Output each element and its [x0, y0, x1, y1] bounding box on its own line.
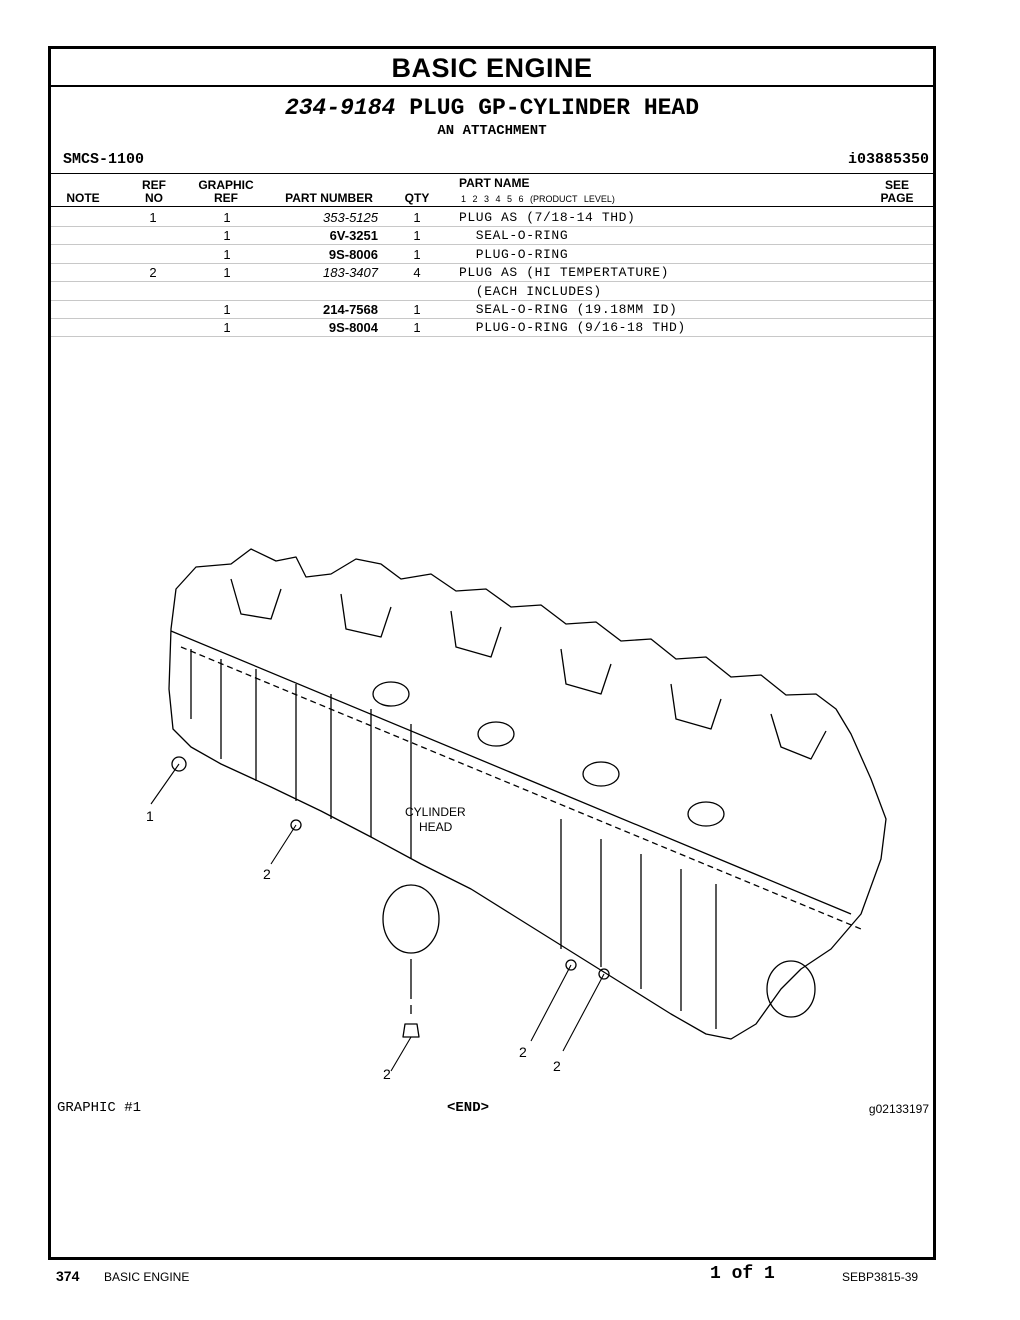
section-title-bar: BASIC ENGINE: [51, 49, 933, 87]
end-port: [382, 884, 440, 954]
head-outline: [168, 548, 887, 1040]
callout-2c: 2: [553, 1058, 561, 1074]
col-graphic-top: GRAPHIC: [198, 178, 254, 192]
row-graphic-ref: 1: [223, 246, 231, 262]
valve-seat-1: [372, 681, 410, 707]
illus-label-line1: CYLINDER: [405, 805, 466, 819]
row-part-name: PLUG AS (7/18-14 THD): [459, 210, 636, 225]
valve-seat-4: [687, 801, 725, 827]
col-qty: QTY: [404, 191, 430, 205]
row-qty: 1: [413, 302, 421, 317]
group-part-number: 234-9184: [284, 95, 396, 121]
head-top-ports: [230, 578, 827, 760]
valve-seat-3: [582, 761, 620, 787]
footer-page-of: 1 of 1: [710, 1264, 775, 1284]
row-part-number: 214-7568: [323, 302, 378, 317]
plug-2d: [402, 1023, 420, 1038]
head-ribs-left: [190, 649, 412, 859]
plug-2a: [290, 819, 302, 831]
product-levels: 1 2 3 4 5 6 (PRODUCT LEVEL): [461, 194, 615, 204]
row-graphic-ref: 1: [223, 302, 231, 317]
table-row: 1 9S-8006 1 PLUG-O-RING: [51, 245, 933, 264]
row-qty: 4: [413, 265, 421, 281]
row-qty: 1: [413, 228, 421, 244]
table-row: (EACH INCLUDES): [51, 282, 933, 301]
row-ref-no: 2: [149, 265, 157, 281]
row-part-number: 9S-8006: [328, 246, 378, 262]
row-part-name: SEAL-O-RING: [459, 228, 569, 244]
row-graphic-ref: 1: [223, 320, 231, 336]
callout-2d: 2: [383, 1066, 391, 1082]
plug-1: [171, 756, 187, 772]
attachment-label: AN ATTACHMENT: [437, 123, 547, 139]
table-row: 1 6V-3251 1 SEAL-O-RING: [51, 226, 933, 246]
plug-2b: [565, 959, 577, 971]
side-port: [766, 960, 816, 1018]
callout-leaders: [150, 763, 605, 1072]
row-qty: 1: [413, 210, 421, 225]
plug-2c: [598, 968, 610, 980]
group-name: PLUG GP-CYLINDER HEAD: [409, 95, 700, 121]
row-part-name: SEAL-O-RING (19.18MM ID): [459, 302, 678, 317]
section-title: BASIC ENGINE: [391, 53, 593, 83]
head-hidden-line: [180, 646, 862, 930]
col-see-bottom: PAGE: [880, 191, 914, 205]
footer-section: BASIC ENGINE: [104, 1270, 190, 1284]
header-rule-bottom: [51, 206, 933, 207]
row-qty: 1: [413, 246, 421, 262]
row-graphic-ref: 1: [223, 228, 231, 244]
callout-2a: 2: [263, 866, 271, 882]
illus-label-line2: HEAD: [419, 820, 453, 834]
col-see-top: SEE: [884, 178, 909, 192]
row-part-number: 353-5125: [323, 210, 378, 225]
cylinder-head-illustration: 1 2 2 2 2 CYLINDER HEAD: [146, 548, 887, 1082]
row-part-number: 9S-8004: [328, 320, 378, 336]
graphic-id: g02133197: [868, 1102, 929, 1116]
col-note: NOTE: [66, 191, 100, 205]
row-graphic-ref: 1: [223, 210, 231, 225]
header-rule-top: [51, 173, 933, 174]
graphic-label: GRAPHIC #1: [57, 1100, 142, 1116]
row-ref-no: 1: [149, 210, 157, 225]
head-edge-line: [170, 630, 852, 915]
row-part-name: PLUG-O-RING: [459, 246, 569, 262]
footer-page-number: 374: [56, 1268, 80, 1284]
col-ref-bottom: NO: [145, 191, 163, 205]
valve-seat-2: [477, 721, 515, 747]
callout-1: 1: [146, 808, 154, 824]
row-part-name: (EACH INCLUDES): [459, 283, 602, 299]
table-row: 1 214-7568 1 SEAL-O-RING (19.18MM ID): [51, 300, 933, 319]
table-row: 1 1 353-5125 1 PLUG AS (7/18-14 THD): [51, 208, 933, 227]
group-title: 234-9184 PLUG GP-CYLINDER HEAD: [51, 95, 933, 121]
table-row: 1 9S-8004 1 PLUG-O-RING (9/16-18 THD): [51, 318, 933, 338]
col-part-number: PART NUMBER: [285, 191, 373, 205]
smcs-code: SMCS-1100: [63, 151, 145, 168]
col-graphic-bottom: REF: [214, 191, 238, 205]
row-part-number: 183-3407: [323, 265, 378, 281]
col-ref-top: REF: [142, 178, 166, 192]
row-part-number: 6V-3251: [329, 228, 378, 244]
row-part-name: PLUG AS (HI TEMPERTATURE): [459, 265, 670, 281]
row-part-name: PLUG-O-RING (9/16-18 THD): [459, 320, 686, 336]
table-row: 2 1 183-3407 4 PLUG AS (HI TEMPERTATURE): [51, 263, 933, 283]
row-qty: 1: [413, 320, 421, 336]
head-ribs-right: [560, 819, 717, 1029]
end-label: <END>: [447, 1100, 490, 1116]
illustration-id: i03885350: [847, 151, 929, 168]
callout-2b: 2: [519, 1044, 527, 1060]
page-frame: BASIC ENGINE 234-9184 PLUG GP-CYLINDER H…: [48, 46, 936, 1260]
col-part-name: PART NAME: [459, 176, 530, 190]
footer-doc-id: SEBP3815-39: [842, 1270, 919, 1284]
row-graphic-ref: 1: [223, 265, 231, 281]
